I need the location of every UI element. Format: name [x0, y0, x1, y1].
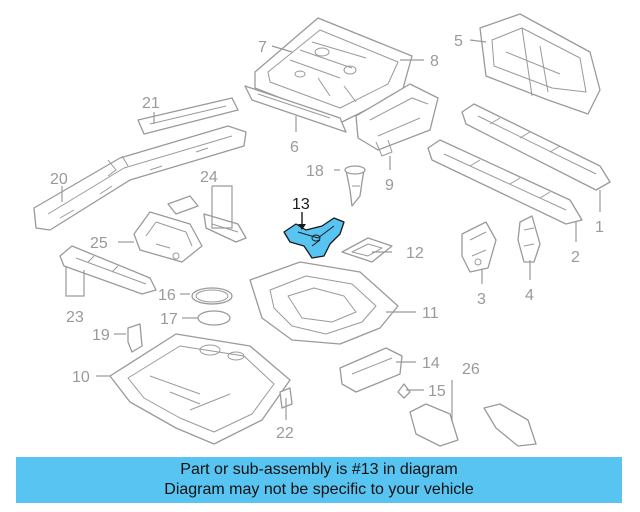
part-5-rear-panel [479, 13, 601, 115]
leader-lines [61, 39, 601, 422]
part-4-bracket [517, 215, 541, 263]
callout-14: 14 [422, 355, 440, 372]
callout-15: 15 [428, 383, 446, 400]
parts-diagram: 1 2 3 4 5 6 7 8 9 10 11 12 13 14 15 16 1… [33, 13, 611, 447]
callout-23: 23 [66, 309, 84, 326]
part-6-crossmember [244, 85, 347, 133]
callout-24: 24 [200, 169, 218, 186]
callout-11: 11 [422, 305, 439, 322]
callout-19: 19 [92, 327, 110, 344]
part-21-side-rail [137, 97, 239, 135]
part-20-side-member [33, 125, 247, 231]
part-10-floor-panel [109, 333, 291, 445]
banner-line-1: Part or sub-assembly is #13 in diagram [180, 461, 458, 478]
part-15-bracket [397, 383, 411, 399]
part-23-lower-rail [59, 245, 157, 295]
part-17-ring [197, 310, 231, 326]
part-9-bracket [355, 83, 439, 157]
part-2-rear-rail [427, 139, 583, 225]
callout-6: 6 [290, 139, 299, 156]
callout-5: 5 [454, 33, 463, 50]
callout-20: 20 [50, 171, 68, 188]
callout-26: 26 [462, 361, 480, 378]
callout-25: 25 [90, 235, 108, 252]
part-16-ring [191, 287, 233, 305]
callout-7: 7 [258, 39, 267, 56]
banner-line-2: Diagram may not be specific to your vehi… [164, 481, 474, 498]
callout-3: 3 [477, 291, 486, 308]
callout-2: 2 [571, 249, 580, 266]
part-14-bracket [339, 347, 403, 393]
callout-22: 22 [276, 425, 294, 442]
callout-10: 10 [72, 369, 90, 386]
callout-8: 8 [430, 53, 439, 70]
callout-21: 21 [142, 95, 160, 112]
callout-labels: 1 2 3 4 5 6 7 8 9 10 11 12 13 14 15 16 1… [50, 33, 604, 442]
part-26-covers [409, 403, 537, 447]
part-1-rear-rail [461, 103, 611, 191]
callout-12: 12 [406, 245, 424, 262]
part-12-plate [341, 237, 393, 263]
callout-9: 9 [385, 177, 394, 194]
callout-13: 13 [292, 196, 310, 213]
part-13-shape [283, 217, 345, 259]
part-18-mount [344, 165, 366, 207]
part-13-highlighted-bracket [283, 217, 345, 259]
callout-1: 1 [595, 219, 604, 236]
callout-18: 18 [306, 163, 324, 180]
part-25-bracket [133, 211, 203, 263]
callout-16: 16 [158, 287, 176, 304]
part-3-bracket [461, 221, 497, 273]
part-11-spare-wheel-tub [249, 261, 399, 345]
callout-17: 17 [160, 311, 178, 328]
callout-4: 4 [525, 287, 534, 304]
part-19-bracket [127, 323, 143, 353]
diagram-notice-banner: Part or sub-assembly is #13 in diagram D… [16, 457, 622, 503]
